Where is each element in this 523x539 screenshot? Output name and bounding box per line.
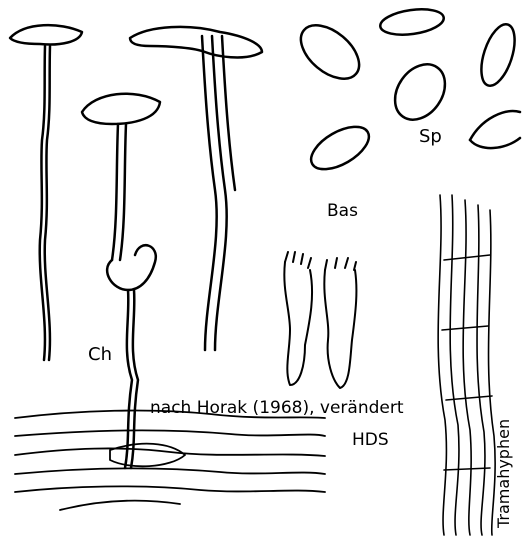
label-pileipellis: HDS [352, 432, 389, 449]
label-spores: Sp [419, 128, 442, 146]
fruiting-body-3 [130, 27, 262, 350]
figure-credit: nach Horak (1968), verändert [150, 400, 404, 417]
basidia-drawing [284, 252, 356, 388]
spores-drawing [291, 6, 521, 178]
fruiting-body-1 [10, 25, 82, 360]
pileipellis-drawing [15, 411, 325, 510]
trama-hyphae-drawing [438, 195, 495, 535]
label-cheilocystidia: Ch [88, 346, 112, 364]
label-basidia: Bas [327, 203, 358, 220]
label-trama-hyphae: Tramahyphen [496, 419, 512, 528]
